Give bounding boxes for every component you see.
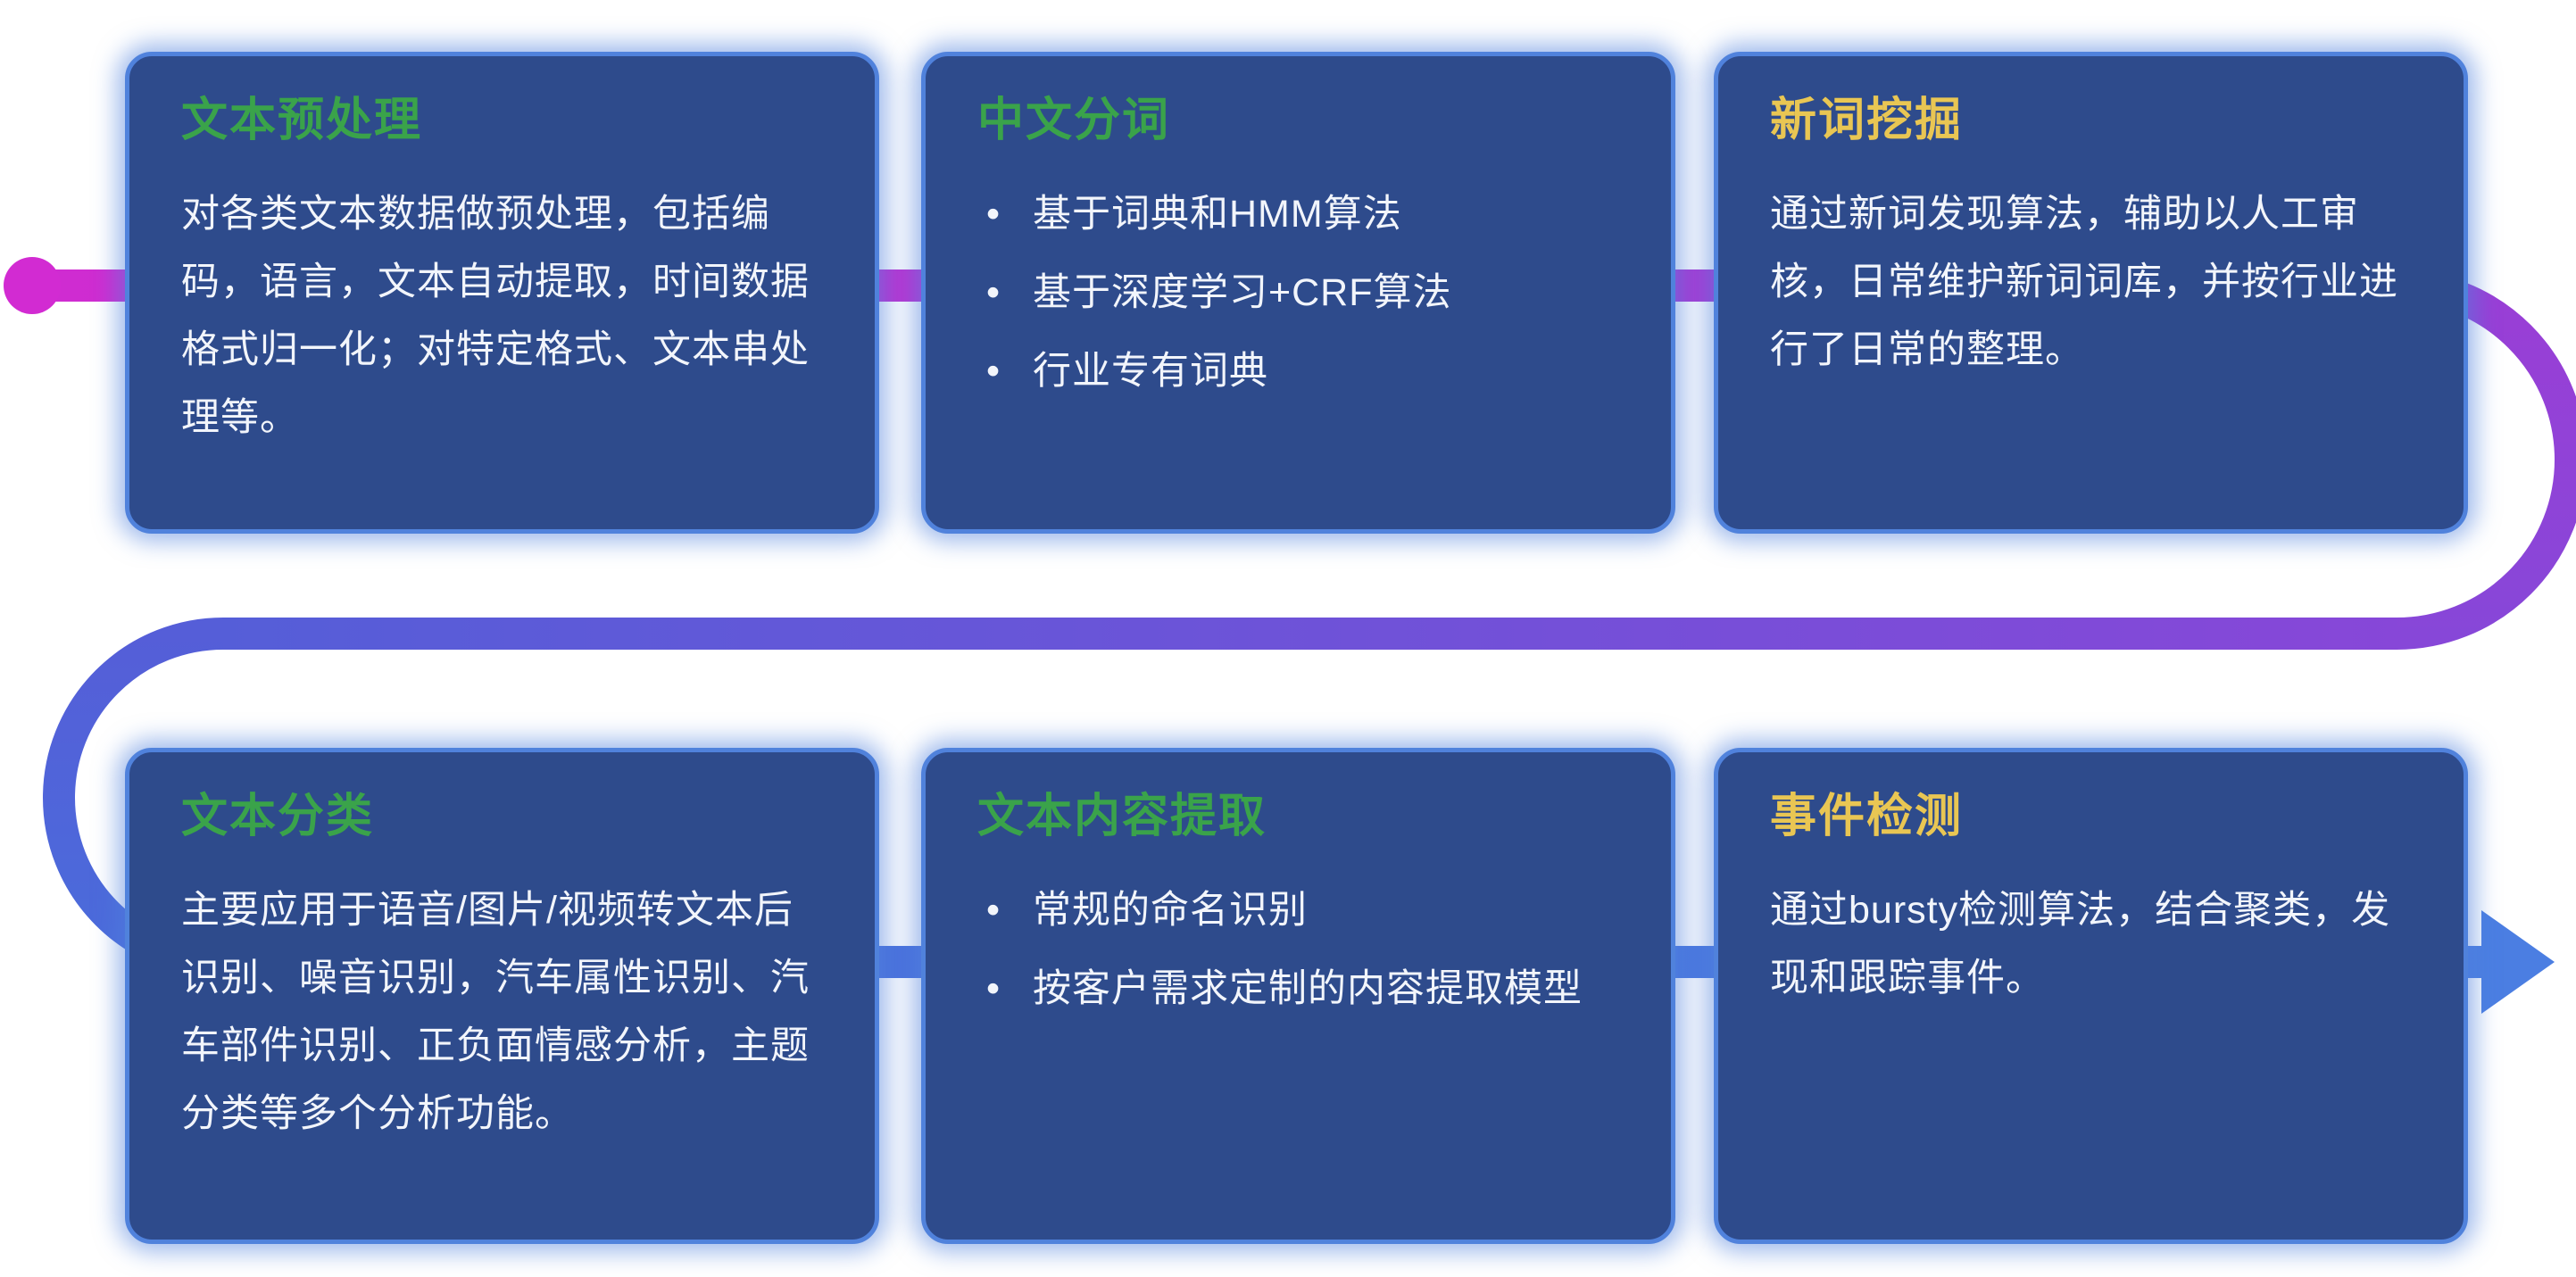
card-title: 文本预处理 bbox=[181, 95, 423, 146]
card-title: 文本内容提取 bbox=[977, 791, 1267, 842]
card-bullet-list: 常规的命名识别 按客户需求定制的内容提取模型 bbox=[977, 876, 1619, 1023]
bullet-item: 常规的命名识别 bbox=[977, 876, 1619, 944]
bullet-item: 基于词典和HMM算法 bbox=[977, 180, 1619, 248]
flow-arrow-icon bbox=[2481, 910, 2555, 1014]
card-event-detection: 事件检测 通过bursty检测算法，结合聚类，发现和跟踪事件。 bbox=[1714, 748, 2468, 1244]
card-title: 新词挖掘 bbox=[1770, 95, 1964, 146]
flow-start-dot bbox=[4, 257, 61, 314]
card-body-text: 通过bursty检测算法，结合聚类，发现和跟踪事件。 bbox=[1770, 889, 2391, 999]
card-text-preprocessing: 文本预处理 对各类文本数据做预处理，包括编码，语言，文本自动提取，时间数据格式归… bbox=[125, 52, 879, 534]
card-text-classification: 文本分类 主要应用于语音/图片/视频转文本后识别、噪音识别，汽车属性识别、汽车部… bbox=[125, 748, 879, 1244]
card-title: 中文分词 bbox=[977, 95, 1171, 146]
bullet-item: 基于深度学习+CRF算法 bbox=[977, 259, 1619, 327]
card-title: 事件检测 bbox=[1770, 791, 1964, 842]
bullet-item: 按客户需求定制的内容提取模型 bbox=[977, 955, 1619, 1023]
card-body-text: 对各类文本数据做预处理，包括编码，语言，文本自动提取，时间数据格式归一化；对特定… bbox=[181, 193, 810, 439]
flow-right-turn bbox=[2396, 269, 2576, 650]
card-chinese-word-segmentation: 中文分词 基于词典和HMM算法 基于深度学习+CRF算法 行业专有词典 bbox=[921, 52, 1675, 534]
card-text-content-extraction: 文本内容提取 常规的命名识别 按客户需求定制的内容提取模型 bbox=[921, 748, 1675, 1244]
card-bullet-list: 基于词典和HMM算法 基于深度学习+CRF算法 行业专有词典 bbox=[977, 180, 1619, 405]
card-title: 文本分类 bbox=[181, 791, 375, 842]
card-body-text: 通过新词发现算法，辅助以人工审核，日常维护新词词库，并按行业进行了日常的整理。 bbox=[1770, 193, 2398, 371]
bullet-item: 行业专有词典 bbox=[977, 337, 1619, 405]
card-new-word-mining: 新词挖掘 通过新词发现算法，辅助以人工审核，日常维护新词词库，并按行业进行了日常… bbox=[1714, 52, 2468, 534]
card-body-text: 主要应用于语音/图片/视频转文本后识别、噪音识别，汽车属性识别、汽车部件识别、正… bbox=[181, 889, 810, 1135]
